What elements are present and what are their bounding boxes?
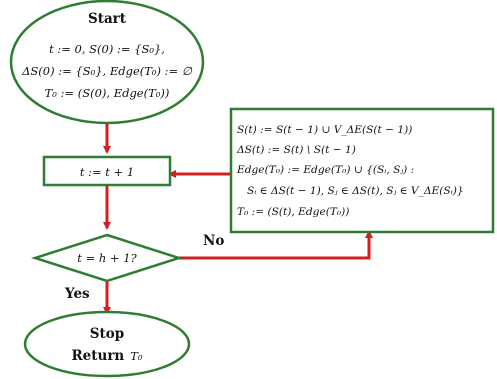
update-box	[229, 107, 495, 234]
stop-title: Stop	[90, 326, 124, 342]
start-line-2: ΔS(0) := {S₀}, Edge(T₀) := ∅	[21, 64, 193, 78]
start-ellipse	[9, 0, 205, 125]
start-title: Start	[88, 11, 127, 27]
increment-box	[42, 155, 172, 187]
arrow-decision-no-to-update	[179, 230, 373, 260]
start-line-1: t := 0, S(0) := {S₀},	[49, 42, 165, 56]
update-line-3: Edge(T₀) := Edge(T₀) ∪ {(Sᵢ, Sⱼ) :	[236, 164, 414, 176]
connectors	[103, 123, 373, 315]
increment-label: t := t + 1	[80, 165, 134, 179]
stop-return-line: Return T₀	[71, 348, 142, 364]
stop-return-value: T₀	[130, 349, 143, 363]
decision-diamond	[30, 233, 184, 283]
update-line-5: T₀ := (S(t), Edge(T₀))	[237, 206, 349, 218]
no-label: No	[203, 233, 224, 249]
start-line-3: T₀ := (S(0), Edge(T₀))	[45, 86, 170, 100]
stop-ellipse	[23, 310, 191, 378]
update-line-4: Sᵢ ∈ ΔS(t − 1), Sⱼ ∈ ΔS(t), Sⱼ ∈ V_ΔE(Sᵢ…	[247, 185, 464, 197]
update-line-1: S(t) := S(t − 1) ∪ V_ΔE(S(t − 1))	[237, 124, 412, 136]
decision-label: t = h + 1?	[77, 251, 137, 265]
update-line-2: ΔS(t) := S(t) \ S(t − 1)	[236, 144, 356, 156]
stop-return-label: Return	[71, 348, 124, 364]
yes-label: Yes	[64, 286, 90, 302]
